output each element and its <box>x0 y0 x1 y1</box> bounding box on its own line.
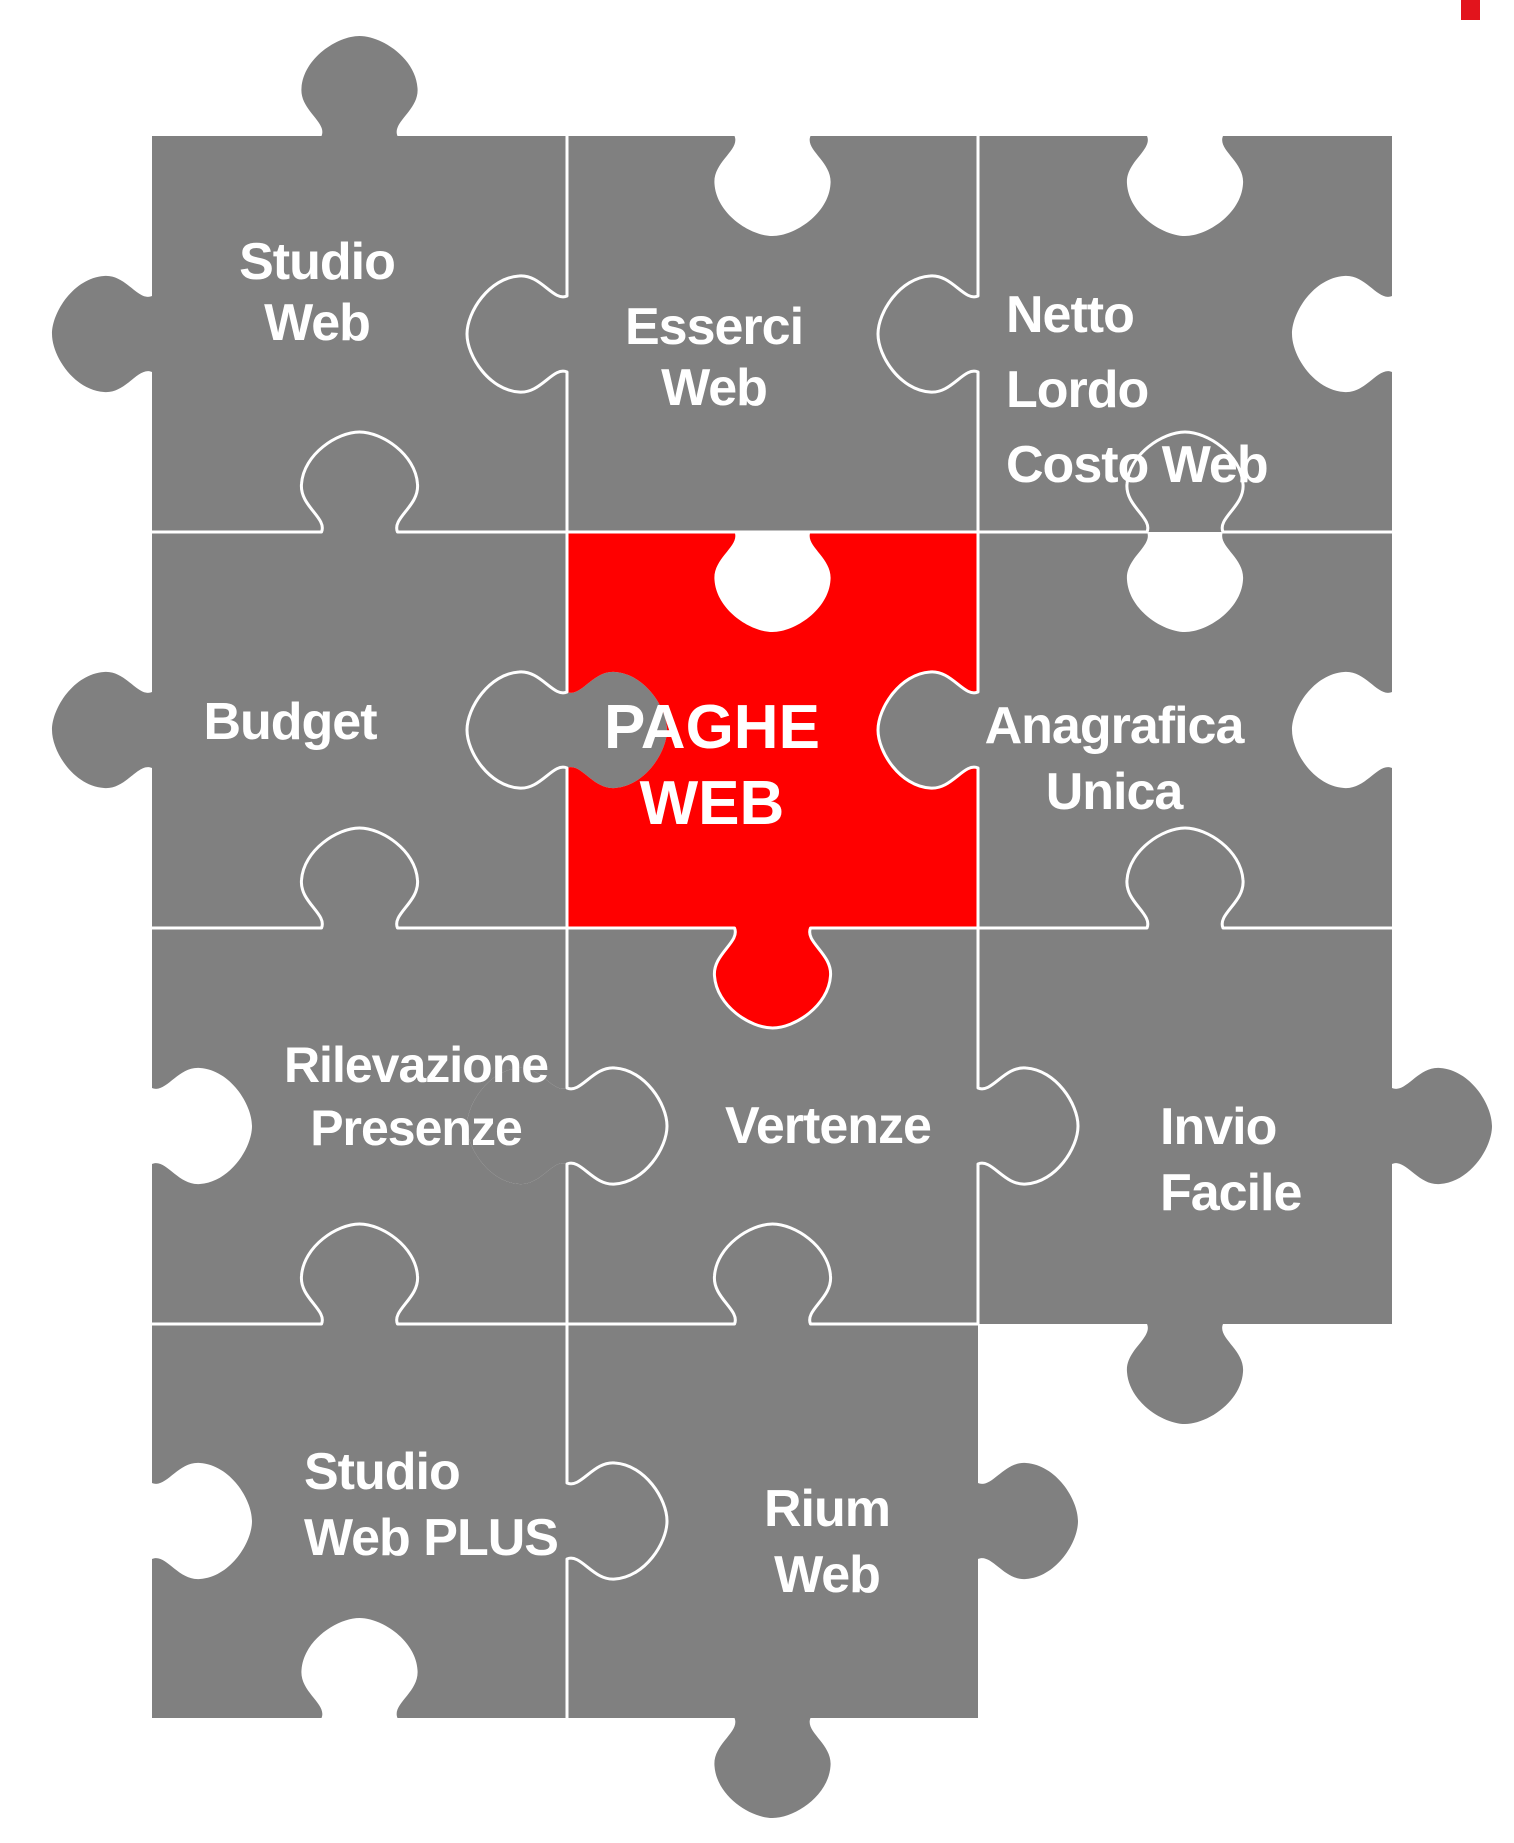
puzzle-seam <box>565 926 669 1326</box>
label-line: Web PLUS <box>304 1508 559 1567</box>
puzzle-seam <box>150 1222 569 1326</box>
piece-label-rilevazione-presenze: Rilevazione Presenze <box>283 1034 549 1160</box>
label-line: Costo Web <box>1006 435 1269 494</box>
piece-label-studio-web: Studio Web <box>239 232 396 355</box>
piece-label-anagrafica-unica: Anagrafica Unica <box>984 694 1245 825</box>
label-line: Studio <box>304 1443 461 1501</box>
piece-label-vertenze: Vertenze <box>725 1096 932 1157</box>
puzzle-piece-rilevazione-presenze <box>152 828 567 1324</box>
label-line: Anagrafica <box>984 697 1245 755</box>
label-line: Vertenze <box>725 1097 932 1155</box>
piece-label-invio-facile: Invio Facile <box>1160 1095 1302 1226</box>
piece-label-rium-web: Rium Web <box>764 1477 891 1608</box>
label-line: Esserci <box>624 298 804 356</box>
piece-label-paghe-web: PAGHE WEB <box>604 690 820 841</box>
label-line: Studio <box>239 233 396 291</box>
puzzle-piece-paghe-web <box>567 532 978 1028</box>
label-line: Lordo <box>1006 360 1149 419</box>
pieces-layer <box>52 36 1492 1818</box>
label-line: Rium <box>764 1480 891 1538</box>
puzzle-seam <box>876 134 980 534</box>
puzzle-piece-rium-web <box>567 1224 1078 1818</box>
label-line: Rilevazione <box>283 1037 549 1093</box>
puzzle-seam <box>976 926 1080 1326</box>
puzzle-seam <box>976 430 1394 534</box>
puzzle-seam <box>150 826 569 930</box>
puzzle-seam <box>465 530 569 930</box>
puzzle-seam <box>976 826 1394 930</box>
label-line: Invio <box>1160 1098 1277 1156</box>
puzzle-seam <box>150 430 569 534</box>
puzzle-piece-netto-lordo <box>878 136 1392 532</box>
puzzle-piece-vertenze <box>467 928 1078 1324</box>
piece-label-budget: Budget <box>203 692 377 753</box>
label-line: WEB <box>639 768 785 838</box>
label-line: Web <box>264 294 371 353</box>
label-line: Web <box>774 1545 881 1604</box>
puzzle-seam <box>565 1222 980 1326</box>
puzzle-piece-budget <box>52 432 667 928</box>
label-line: Netto <box>1006 286 1135 344</box>
label-line: Budget <box>203 693 377 751</box>
label-line: PAGHE <box>604 693 820 762</box>
seams-layer <box>150 134 1394 1720</box>
piece-label-esserci-web: Esserci Web <box>624 297 804 420</box>
label-line: Facile <box>1160 1163 1302 1222</box>
puzzle-seam <box>876 530 980 930</box>
puzzle-piece-studio-web-plus <box>152 1224 667 1718</box>
puzzle-piece-studio-web <box>52 36 567 532</box>
puzzle-seam <box>465 134 569 534</box>
label-line: Unica <box>1045 762 1184 821</box>
label-line: Web <box>661 359 768 418</box>
corner-mark <box>1461 0 1480 20</box>
puzzle-seam <box>565 1322 669 1720</box>
puzzle-piece-anagrafica-unica <box>878 532 1392 928</box>
label-line: Presenze <box>310 1100 523 1156</box>
piece-label-netto-lordo: Netto Lordo Costo Web <box>1006 278 1269 503</box>
puzzle-piece-invio-facile <box>978 828 1492 1424</box>
puzzle-piece-esserci-web <box>467 136 978 532</box>
piece-label-studio-web-plus: Studio Web PLUS <box>304 1440 559 1571</box>
puzzle-seam <box>565 926 980 1030</box>
